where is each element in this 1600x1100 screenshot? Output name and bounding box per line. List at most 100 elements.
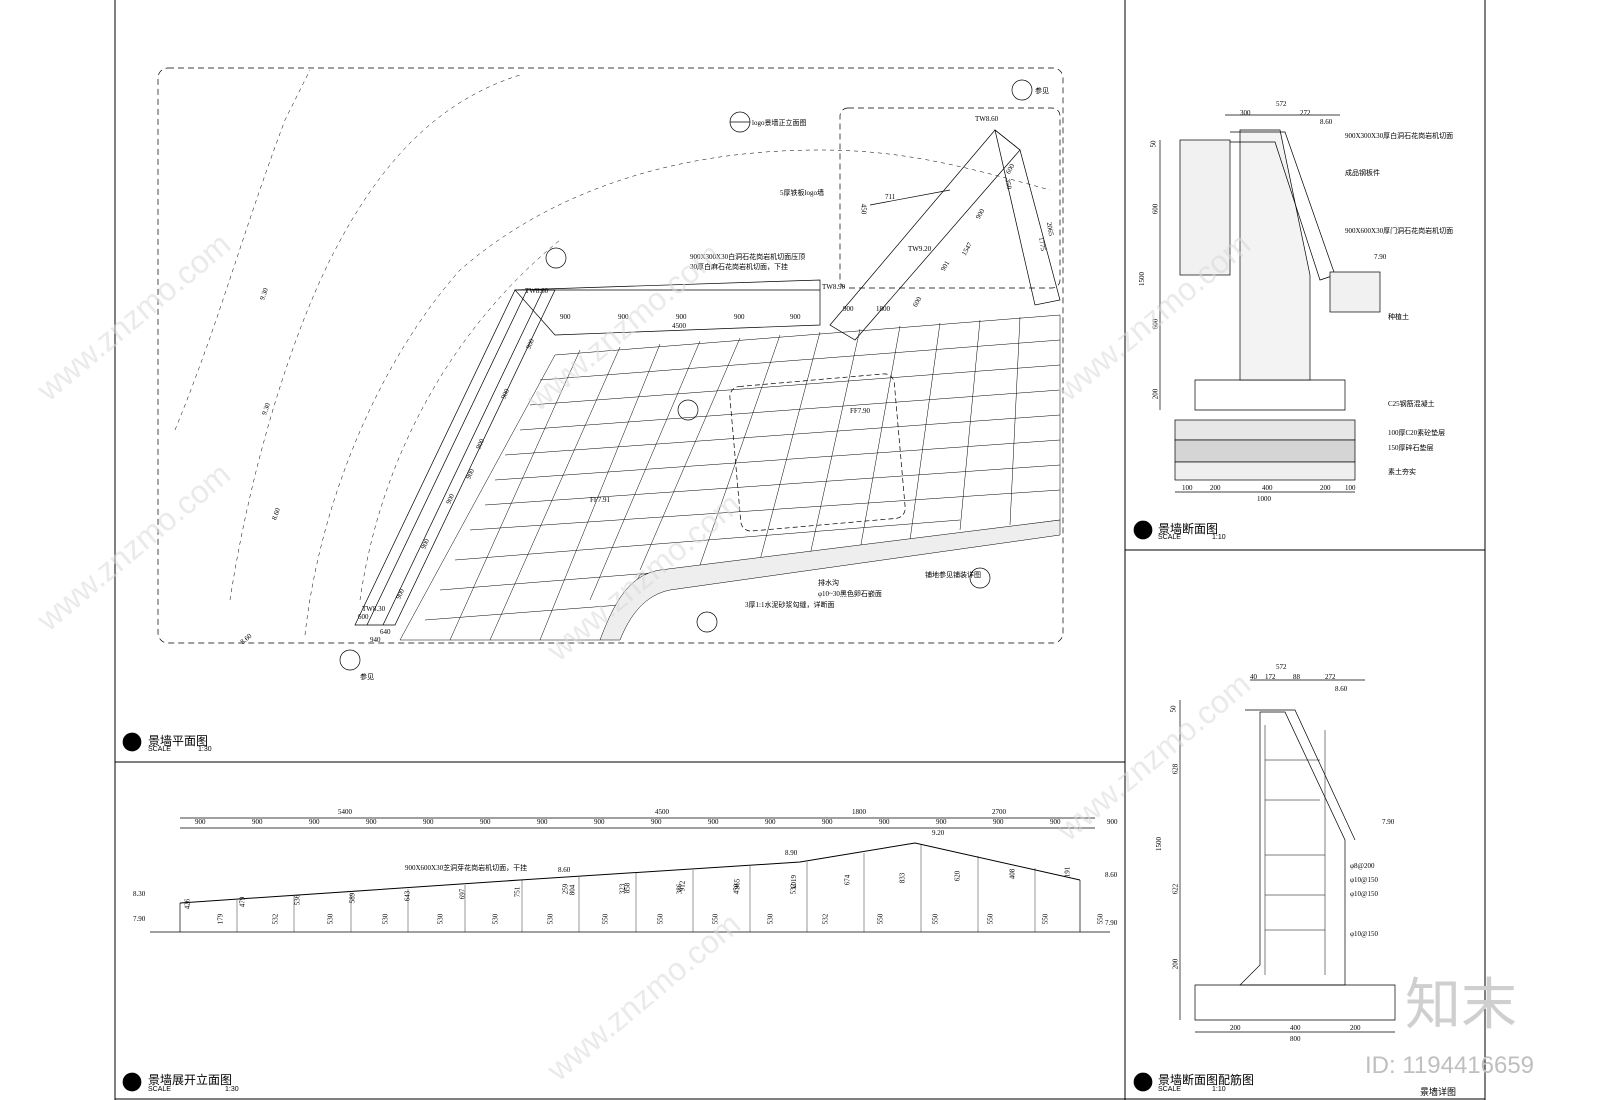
granite-cap (1230, 131, 1336, 281)
elev-panel-dim: 900 (1107, 818, 1118, 826)
elev-level: 7.90 (133, 915, 146, 923)
watermark-id: ID: 1194416659 (1365, 1052, 1535, 1079)
elev-panel-dim: 900 (993, 818, 1004, 826)
footing (1194, 379, 1346, 411)
granite-cap (1245, 709, 1356, 841)
elev-mid-label: 323 (618, 883, 627, 895)
diagonal-wall (354, 289, 556, 626)
contour-line (304, 149, 1051, 636)
rebar-bar: φ10@150 (1350, 890, 1378, 898)
elev-height-lower: 179 (216, 913, 225, 925)
elev-height-lower: 530 (766, 913, 775, 925)
note-ref: 参见 (360, 673, 374, 681)
section-markers (339, 79, 1033, 671)
note-logo-wall: logo景墙正立面图 (752, 119, 807, 127)
elev-mid-label: 386 (675, 883, 684, 895)
rebar-bar: φ8@200 (1350, 862, 1375, 870)
view-title-marker (1133, 520, 1153, 540)
note-pave: 铺地参见铺装详图 (925, 571, 981, 579)
elev-total: 1800 (852, 808, 866, 816)
elev-mid-label: 450 (732, 883, 741, 895)
gravel-bed (1174, 439, 1356, 463)
elev-panel-dim: 900 (537, 818, 548, 826)
sec-level: 7.90 (1374, 253, 1387, 261)
contour-line (174, 69, 311, 431)
plan-scale: 1:30 (198, 746, 212, 753)
elev-height-upper: 408 (1008, 868, 1017, 880)
level-label: TW9.20 (908, 245, 932, 253)
elev-level: 8.90 (785, 849, 798, 857)
rebar-bar: φ10@150 (1350, 876, 1378, 884)
paving-area (399, 314, 1061, 641)
dim-label: 640 (380, 628, 391, 636)
rebar-view (1133, 679, 1396, 1092)
elev-panel-dim: 900 (309, 818, 320, 826)
sec-level: 8.60 (1320, 118, 1333, 126)
sec-note: 素土夯实 (1388, 468, 1416, 476)
note-granite-2: 30厚白麻石花岗岩机切面，下挂 (690, 263, 788, 271)
dim-label: 350 (1003, 178, 1014, 190)
elevation-panel-joints (236, 844, 1036, 932)
elev-panel-dim: 900 (708, 818, 719, 826)
watermark-logo: 知末 (1405, 973, 1517, 1038)
sec-dim: 600 (1151, 203, 1160, 215)
dim-label: 900 (560, 313, 571, 321)
elev-height-upper: 479 (238, 896, 247, 908)
note-logo-plate: 5厚铁板logo墙 (780, 189, 824, 197)
sec-note: 150厚碎石垫层 (1388, 444, 1434, 452)
concrete-bed (1174, 419, 1356, 441)
elev-height-upper: 426 (183, 898, 192, 910)
sec-dim: 100 (1345, 484, 1356, 492)
sec-dim: 50 (1149, 140, 1158, 148)
elev-level: 8.30 (133, 890, 146, 898)
compacted-soil (1174, 461, 1356, 481)
elev-panel-dim: 900 (879, 818, 890, 826)
elev-height-lower: 530 (381, 913, 390, 925)
elev-height-upper: 643 (403, 890, 412, 902)
elev-height-lower: 530 (491, 913, 500, 925)
level-label: TW8.60 (525, 287, 549, 295)
elev-height-lower: 530 (326, 913, 335, 925)
dim-label: 900 (676, 313, 687, 321)
wall-body (1239, 129, 1311, 381)
rebar-dim: 172 (1265, 673, 1276, 681)
elev-height-lower: 532 (271, 913, 280, 925)
top-wall (514, 279, 821, 336)
dim-label: 450 (859, 203, 868, 215)
elev-panel-dim: 900 (252, 818, 263, 826)
elev-height-lower: 530 (436, 913, 445, 925)
level-label: TW8.60 (975, 115, 999, 123)
elev-mid-label: 259 (561, 883, 570, 895)
elev-height-lower: 532 (821, 913, 830, 925)
view-title-marker (1133, 1072, 1153, 1092)
elev-height-lower: 550 (986, 913, 995, 925)
sec-note: 100厚C20素砼垫层 (1388, 429, 1446, 437)
sec-note: 900X600X30厚门洞石花岗岩机切面 (1345, 227, 1454, 235)
plan-scale-label: SCALE (148, 746, 171, 753)
level-label: TW8.90 (822, 283, 846, 291)
level-label: FF7.91 (590, 496, 611, 504)
section-callout (677, 399, 699, 421)
note-granite-1: 900X300X30白洞石花岗岩机切面压顶 (690, 253, 806, 261)
dim-label: 940 (370, 636, 381, 644)
elevation-scale: 1:30 (225, 1086, 239, 1093)
elev-height-lower: 550 (601, 913, 610, 925)
dim-label: 600 (358, 613, 369, 621)
elev-height-upper: 804 (568, 884, 577, 896)
elev-panel-dim: 900 (822, 818, 833, 826)
level-label: TW8.30 (362, 605, 386, 613)
section-title: 景墙断面图 (1158, 522, 1219, 536)
rebar-scale: 1:10 (1212, 1086, 1226, 1093)
elev-panel-dim: 900 (594, 818, 605, 826)
rebar-dim: 1500 (1155, 837, 1163, 851)
pebble-strip (599, 519, 1061, 641)
logo-wall-box (839, 107, 1061, 289)
section-callout (969, 567, 991, 589)
elev-panel-dim: 900 (480, 818, 491, 826)
detail-caption: 景墙详图 (1420, 1087, 1457, 1097)
dim-label: 900 (843, 305, 854, 313)
elev-height-upper: 674 (843, 874, 852, 886)
elev-height-upper: 536 (293, 894, 302, 906)
sec-dim: 272 (1300, 109, 1311, 117)
